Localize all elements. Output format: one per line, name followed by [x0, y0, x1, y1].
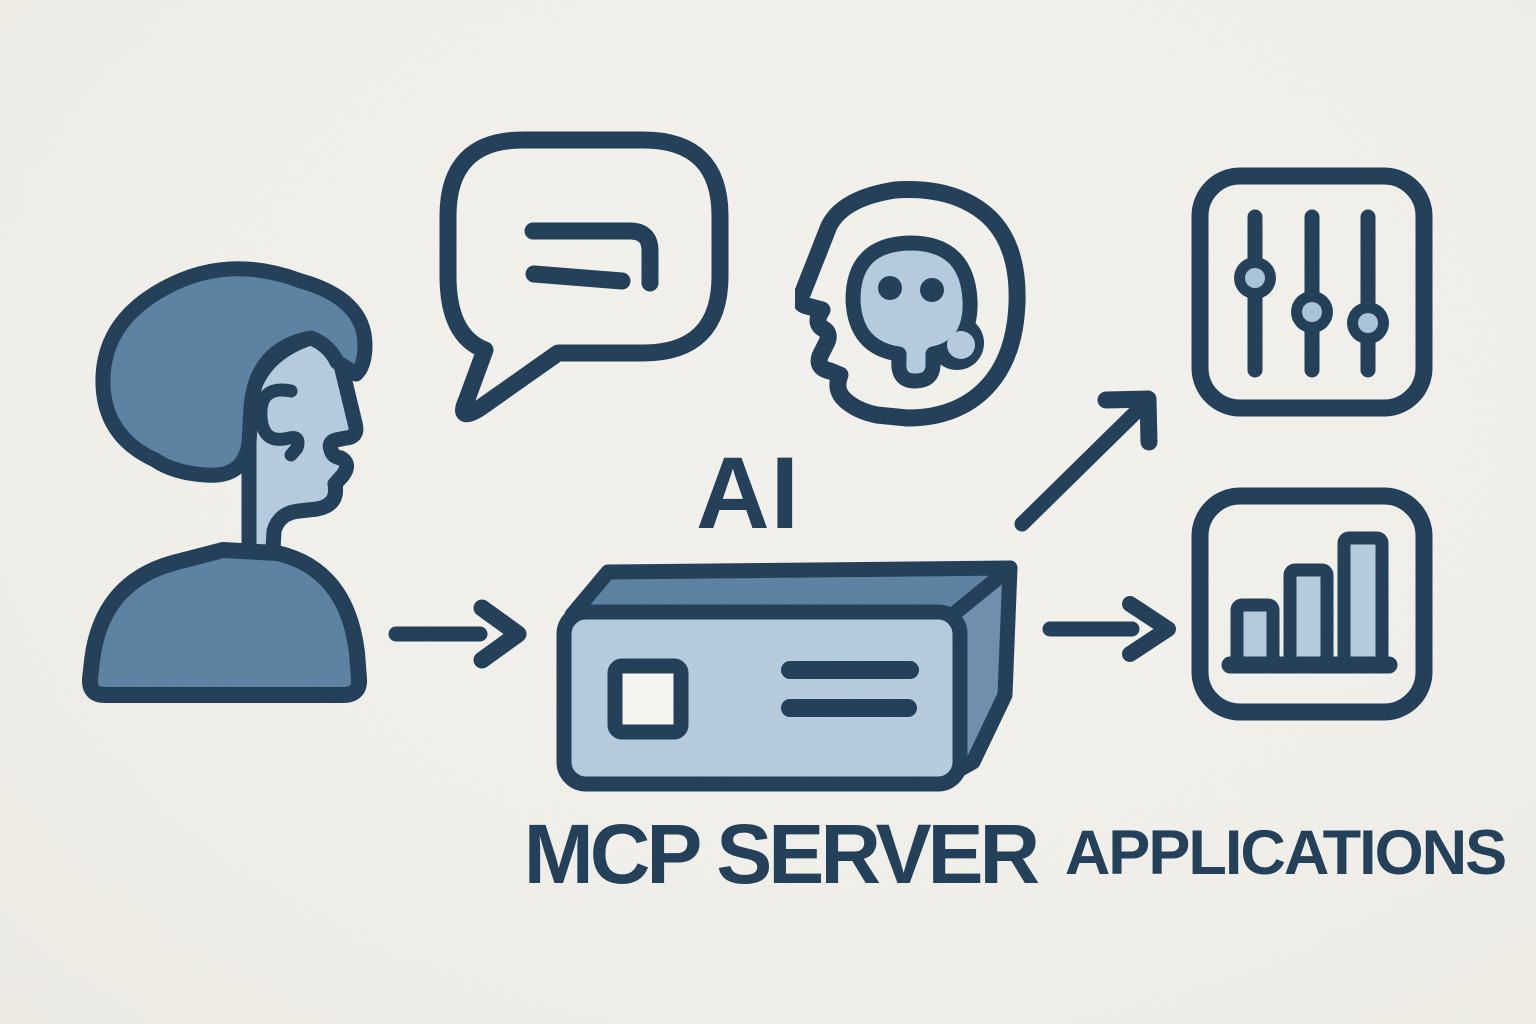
arrow-right-icon [1042, 596, 1176, 662]
mcp-server-label: MCP SERVER [523, 807, 1040, 901]
server-box-icon [556, 560, 1018, 792]
ai-label: AI [696, 436, 800, 550]
arrow-right-icon [388, 599, 527, 669]
applications-label: APPLICATIONS [1064, 818, 1507, 888]
sliders-panel-icon [1191, 167, 1433, 417]
arrow-up-right-icon [1014, 390, 1158, 532]
speech-bubble-icon [439, 131, 729, 423]
ai-head-icon [795, 181, 1026, 427]
person-profile-icon [81, 261, 373, 703]
bar-chart-icon [1191, 487, 1433, 721]
